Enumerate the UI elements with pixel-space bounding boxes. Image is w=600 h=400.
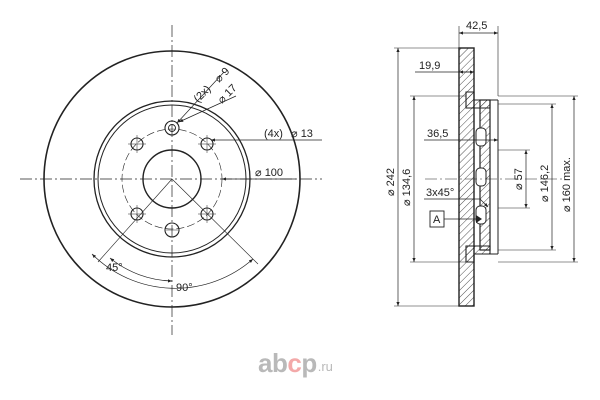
angle-90-arc: [91, 253, 254, 289]
label-diameter-242: ⌀ 242: [385, 168, 397, 196]
leader-hole-17: [178, 95, 237, 123]
section-view: [394, 26, 578, 307]
label-diameter-57: ⌀ 57: [513, 168, 525, 190]
friction-plate-outer: [458, 47, 475, 307]
pilot-hole-inner: [168, 124, 176, 132]
logo-brand-b: b: [271, 347, 288, 378]
label-4x: (4x): [264, 128, 283, 140]
logo-brand-c: c: [287, 347, 302, 378]
logo-brand-p: p: [301, 347, 317, 378]
logo-brand-a: a: [258, 347, 272, 378]
label-datum-a: A: [433, 214, 441, 226]
pilot-hole: [164, 222, 180, 238]
logo-tld: .ru: [317, 358, 333, 374]
hat-connection-bottom: [465, 245, 491, 263]
label-diameter-134-6: ⌀ 134,6: [401, 169, 413, 206]
front-view-labels: (2x) ⌀ 9 ⌀ 17 (4x) ⌀ 13 ⌀ 100 45° 90°: [106, 65, 313, 294]
center-bore-circle: [142, 149, 202, 209]
outer-disc-circle: [43, 50, 301, 308]
label-diameter-17: ⌀ 17: [216, 82, 240, 106]
label-36-5: 36,5: [427, 128, 448, 140]
label-diameter-13: ⌀ 13: [291, 128, 313, 140]
pilot-hole: [164, 120, 180, 136]
label-42-5: 42,5: [466, 20, 487, 32]
leader-hole-9: [176, 71, 225, 124]
label-diameter-9: ⌀ 9: [213, 65, 233, 85]
label-19-9: 19,9: [419, 60, 440, 72]
label-angle-90: 90°: [176, 282, 193, 294]
label-diameter-146-2: ⌀ 146,2: [539, 165, 551, 202]
hat-connection-top: [465, 91, 491, 109]
logo-brand: abcp: [258, 348, 317, 379]
label-angle-45: 45°: [106, 262, 123, 274]
label-3x45: 3x45°: [426, 187, 454, 199]
label-diameter-160-max: ⌀ 160 max.: [561, 157, 573, 212]
section-view-labels: 42,5 19,9 36,5 3x45° A ⌀ 242 ⌀ 134,6 ⌀ 5…: [385, 20, 573, 226]
label-diameter-100: ⌀ 100: [255, 167, 283, 179]
abcp-logo[interactable]: abcp .ru: [258, 348, 333, 379]
front-view: [20, 25, 322, 335]
